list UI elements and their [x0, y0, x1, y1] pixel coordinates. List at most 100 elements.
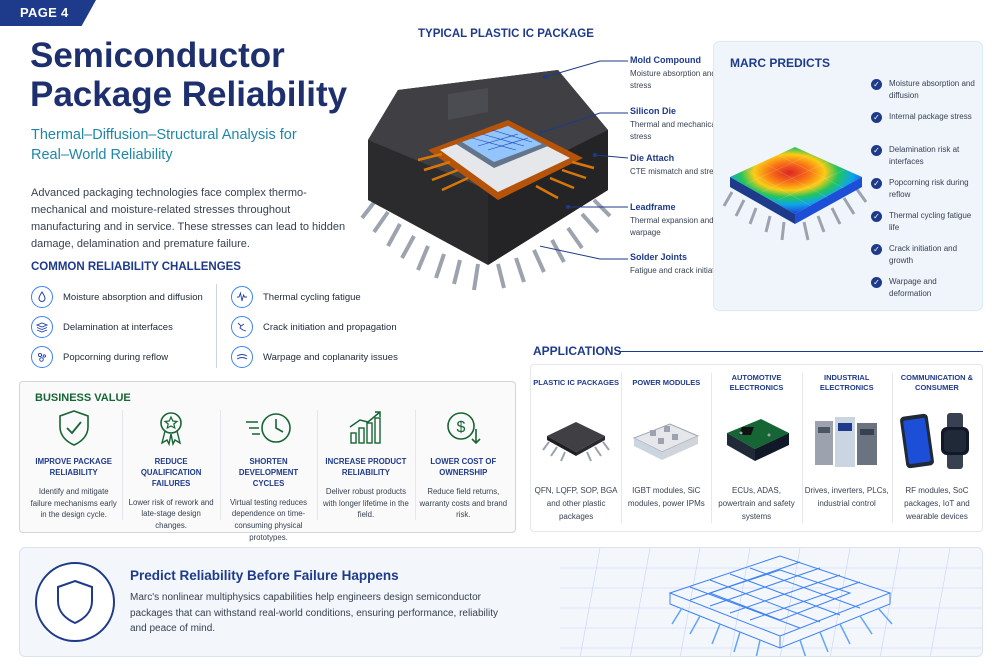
- shield-check-icon: [29, 409, 118, 447]
- callout-title: Die Attach: [630, 153, 675, 163]
- footer-text: Marc's nonlinear multiphysics capabiliti…: [130, 592, 498, 634]
- business-value-item: SHORTEN DEVELOPMENT CYCLES Virtual testi…: [219, 406, 317, 542]
- layers-icon: [31, 316, 53, 338]
- marc-item-label: Popcorning risk during reflow: [889, 178, 969, 199]
- applications-panel: PLASTIC IC PACKAGES QFN, LQFP, SOP, BGA …: [530, 364, 983, 532]
- application-desc: QFN, LQFP, SOP, BGA and other plastic pa…: [534, 486, 618, 522]
- challenges-divider: [216, 284, 217, 368]
- application-desc: Drives, inverters, PLCs, industrial cont…: [804, 486, 889, 509]
- callout-desc: Thermal expansion and warpage: [630, 216, 714, 237]
- challenge-item: Warpage and coplanarity issues: [231, 342, 416, 372]
- business-value-title: IMPROVE PACKAGE RELIABILITY: [35, 457, 112, 477]
- callout-desc: Moisture absorption and stress: [630, 69, 716, 90]
- challenge-label: Popcorning during reflow: [63, 351, 169, 363]
- check-icon: ✓: [871, 244, 882, 255]
- ecu-board-image: [713, 406, 799, 476]
- applications-rule: [618, 351, 983, 352]
- marc-heading: MARC PREDICTS: [730, 56, 831, 70]
- application-title: COMMUNICATION & CONSUMER: [900, 372, 974, 393]
- application-item: PLASTIC IC PACKAGES QFN, LQFP, SOP, BGA …: [531, 365, 621, 531]
- marc-item: ✓ Crack initiation and growth: [871, 243, 981, 276]
- marc-item-label: Delamination risk at interfaces: [889, 145, 960, 166]
- industrial-drive-image: [804, 406, 890, 476]
- check-icon: ✓: [871, 178, 882, 189]
- callout-leadframe: Leadframe Thermal expansion and warpage: [630, 202, 730, 239]
- callout-title: Solder Joints: [630, 252, 688, 262]
- bubbles-icon: [31, 346, 53, 368]
- business-value-panel: BUSINESS VALUE IMPROVE PACKAGE RELIABILI…: [19, 381, 516, 542]
- callout-desc: Thermal and mechanical stress: [630, 120, 718, 141]
- application-item: AUTOMOTIVE ELECTRONICS ECUs, ADAS, power…: [711, 365, 801, 531]
- application-title: PLASTIC IC PACKAGES: [533, 377, 619, 387]
- callout-title: Mold Compound: [630, 55, 701, 65]
- ic-package-illustration: [358, 50, 618, 300]
- clock-icon: [224, 409, 313, 447]
- marc-item-label: Crack initiation and growth: [889, 244, 958, 265]
- footer-banner: Predict Reliability Before Failure Happe…: [19, 547, 983, 657]
- challenge-item: Popcorning during reflow: [31, 342, 216, 372]
- application-desc: RF modules, SoC packages, IoT and wearab…: [904, 486, 970, 522]
- page-title: Semiconductor Package Reliability: [30, 36, 348, 115]
- power-module-image: [623, 406, 709, 476]
- business-value-item: $ LOWER COST OF OWNERSHIP Reduce field r…: [414, 406, 512, 528]
- application-item: INDUSTRIAL ELECTRONICS Drives, inverters…: [801, 365, 892, 531]
- phone-watch-image: [894, 406, 980, 476]
- callout-desc: Fatigue and crack initiation: [630, 266, 726, 275]
- award-icon: [126, 409, 215, 447]
- application-desc: ECUs, ADAS, powertrain and safety system…: [718, 486, 795, 522]
- footer-title: Predict Reliability Before Failure Happe…: [130, 568, 399, 583]
- applications-heading: APPLICATIONS: [533, 344, 622, 358]
- business-value-item: REDUCE QUALIFICATION FAILURES Lower risk…: [122, 406, 219, 530]
- stress-contour-illustration: [720, 122, 870, 252]
- challenge-item: Moisture absorption and diffusion: [31, 282, 216, 312]
- business-value-title: SHORTEN DEVELOPMENT CYCLES: [238, 457, 299, 488]
- business-value-desc: Deliver robust products with longer life…: [323, 486, 409, 520]
- application-desc: IGBT modules, SiC modules, power IPMs: [627, 486, 705, 509]
- callout-silicon-die: Silicon Die Thermal and mechanical stres…: [630, 106, 730, 143]
- check-icon: ✓: [871, 79, 882, 90]
- marc-item: ✓ Popcorning risk during reflow: [871, 177, 981, 210]
- marc-item: ✓ Warpage and deformation: [871, 276, 981, 309]
- business-value-desc: Reduce field returns, warranty costs and…: [419, 486, 508, 520]
- page-subtitle: Thermal–Diffusion–Structural Analysis fo…: [31, 127, 297, 164]
- business-value-title: INCREASE PRODUCT RELIABILITY: [325, 457, 407, 477]
- challenges-list: Moisture absorption and diffusion Delami…: [31, 282, 411, 368]
- challenge-label: Crack initiation and propagation: [263, 321, 397, 333]
- business-value-desc: Lower risk of rework and late-stage desi…: [128, 497, 214, 531]
- challenge-label: Moisture absorption and diffusion: [63, 291, 203, 303]
- application-title: INDUSTRIAL ELECTRONICS: [819, 372, 874, 393]
- callout-title: Silicon Die: [630, 106, 677, 116]
- warp-icon: [231, 346, 253, 368]
- challenge-label: Warpage and coplanarity issues: [263, 351, 398, 363]
- marc-item: ✓Moisture absorption and diffusion: [871, 78, 981, 111]
- wireframe-chip-illustration: [560, 548, 982, 656]
- challenge-label: Delamination at interfaces: [63, 321, 173, 333]
- check-icon: ✓: [871, 145, 882, 156]
- challenge-item: Crack initiation and propagation: [231, 312, 416, 342]
- callout-die-attach: Die Attach CTE mismatch and stress: [630, 153, 730, 178]
- application-item: COMMUNICATION & CONSUMER RF modules, SoC…: [891, 365, 982, 531]
- marc-item: ✓ Delamination risk at interfaces: [871, 144, 981, 177]
- check-icon: ✓: [871, 211, 882, 222]
- dollar-down-icon: $: [419, 409, 508, 447]
- marc-item-label: Thermal cycling fatigue life: [889, 211, 972, 232]
- marc-item-label: Warpage and deformation: [889, 277, 937, 298]
- challenges-heading: COMMON RELIABILITY CHALLENGES: [31, 261, 241, 273]
- business-value-item: IMPROVE PACKAGE RELIABILITY Identify and…: [25, 406, 122, 528]
- business-value-heading: BUSINESS VALUE: [35, 392, 131, 404]
- intro-paragraph: Advanced packaging technologies face com…: [31, 187, 346, 251]
- check-icon: ✓: [871, 277, 882, 288]
- droplet-icon: [31, 286, 53, 308]
- business-value-title: LOWER COST OF OWNERSHIP: [430, 457, 497, 477]
- application-title: POWER MODULES: [632, 377, 701, 387]
- challenge-item: Thermal cycling fatigue: [231, 282, 416, 312]
- qfn-chip-image: [533, 406, 619, 476]
- callout-desc: CTE mismatch and stress: [630, 167, 722, 176]
- marc-item: ✓ Thermal cycling fatigue life: [871, 210, 981, 243]
- page-tag: PAGE 4: [0, 0, 96, 26]
- marc-item-label: Internal package stress: [889, 112, 972, 121]
- business-value-desc: Virtual testing reduces dependence on ti…: [230, 497, 308, 542]
- marc-item: ✓Internal package stress: [871, 111, 981, 144]
- business-value-item: INCREASE PRODUCT RELIABILITY Deliver rob…: [317, 406, 414, 528]
- challenge-label: Thermal cycling fatigue: [263, 291, 361, 303]
